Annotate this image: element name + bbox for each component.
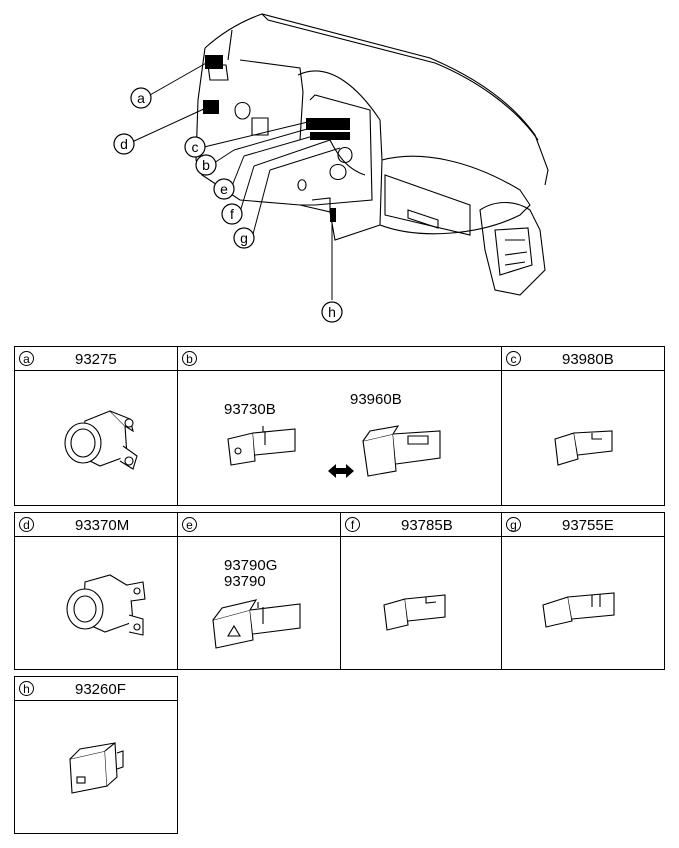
- switch-h-mark: [330, 208, 336, 222]
- letter-d: d: [19, 517, 34, 532]
- cell-a-header: a 93275: [14, 346, 178, 371]
- part-label-93790g: 93790G: [224, 557, 278, 574]
- callout-g: g: [233, 227, 255, 249]
- part-number-d: 93370M: [75, 517, 130, 534]
- callout-b: b: [195, 154, 217, 176]
- letter-e: e: [182, 517, 197, 532]
- switch-93785b-illustration: [383, 594, 446, 631]
- cell-c-header: c 93980B: [501, 346, 665, 371]
- letter-b: b: [182, 351, 197, 366]
- switch-93730b-illustration: [227, 426, 296, 466]
- switch-93755e-illustration: [542, 592, 615, 628]
- svg-text:h: h: [328, 304, 336, 320]
- part-number-f: 93785B: [401, 517, 453, 534]
- dashboard-outline: [195, 13, 549, 296]
- svg-text:f: f: [230, 206, 234, 222]
- cell-g-header: g 93755E: [501, 512, 665, 537]
- cell-h-header: h 93260F: [14, 676, 178, 701]
- letter-g: g: [506, 517, 521, 532]
- callout-a: a: [130, 87, 152, 109]
- cell-c-body: [501, 370, 665, 506]
- part-number-a: 93275: [75, 351, 117, 368]
- svg-text:e: e: [220, 181, 228, 197]
- cell-d-body: [14, 536, 178, 670]
- callout-d: d: [113, 133, 135, 155]
- switch-93260f-illustration: [69, 741, 124, 794]
- svg-text:d: d: [120, 136, 128, 152]
- callout-f: f: [221, 203, 243, 225]
- letter-a: a: [19, 351, 34, 366]
- cell-g-body: [501, 536, 665, 670]
- letter-f: f: [345, 517, 360, 532]
- cell-f-header: f 93785B: [340, 512, 502, 537]
- letter-c: c: [506, 351, 521, 366]
- switch-cluster: [203, 55, 350, 222]
- key-cylinder-illustration: [66, 574, 146, 636]
- cell-f-body: [340, 536, 502, 670]
- part-label-93960b: 93960B: [350, 391, 402, 408]
- callout-c: c: [184, 136, 206, 158]
- part-number-c: 93980B: [562, 351, 614, 368]
- ignition-switch-illustration: [64, 410, 138, 470]
- svg-text:a: a: [137, 90, 145, 106]
- cell-h-body: [14, 700, 178, 834]
- svg-text:b: b: [202, 157, 210, 173]
- part-number-g: 93755E: [562, 517, 614, 534]
- switch-a-mark: [205, 55, 223, 69]
- leader-lines: [131, 61, 341, 300]
- cell-e-body: 93790G 93790: [177, 536, 341, 670]
- cell-d-header: d 93370M: [14, 512, 178, 537]
- interchangeable-arrow-icon: [328, 464, 354, 478]
- switch-row-2: [310, 132, 350, 140]
- letter-h: h: [19, 681, 34, 696]
- switch-row-1: [306, 118, 350, 130]
- part-label-93730b: 93730B: [224, 401, 276, 418]
- cell-a-body: [14, 370, 178, 506]
- svg-text:c: c: [192, 139, 199, 155]
- callout-h: h: [321, 301, 343, 323]
- switch-d-mark: [203, 100, 219, 114]
- svg-text:g: g: [240, 230, 248, 246]
- cell-b-body: 93730B 93960B: [177, 370, 502, 506]
- cell-e-header: e: [177, 512, 341, 537]
- switch-93980b-illustration: [554, 430, 613, 466]
- callout-e: e: [213, 178, 235, 200]
- hazard-switch-illustration: [212, 599, 301, 649]
- part-number-h: 93260F: [75, 681, 126, 698]
- dashboard-overview-diagram: a d c b e f g h: [113, 13, 549, 323]
- part-label-93790: 93790: [224, 573, 266, 590]
- callout-labels: a d c b e f g h: [113, 87, 343, 323]
- cell-b-header: b: [177, 346, 502, 371]
- switch-93960b-illustration: [362, 425, 441, 477]
